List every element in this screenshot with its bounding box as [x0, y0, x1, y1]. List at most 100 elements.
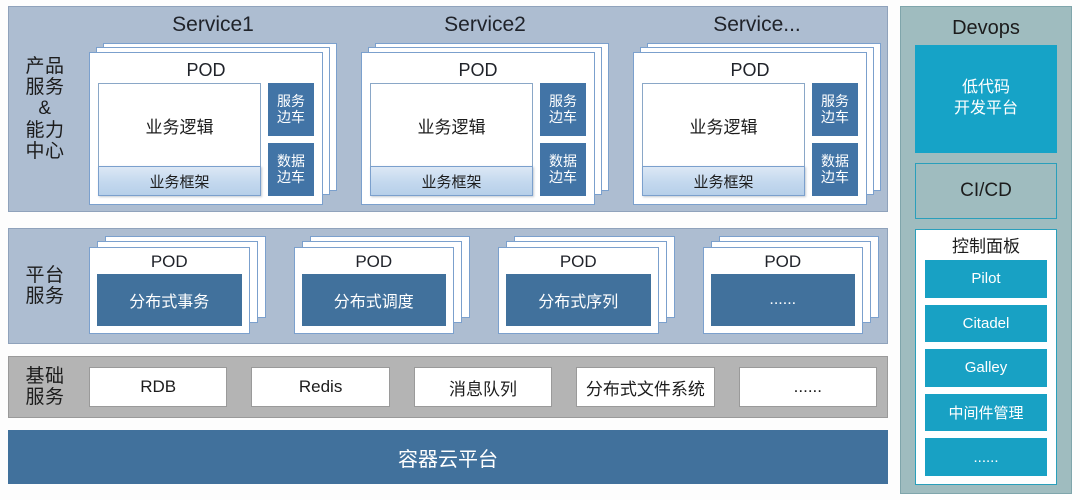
platform-pod-stack[interactable]: POD 分布式事务: [89, 236, 266, 334]
data-sidecar-box: 数据 边车: [268, 143, 314, 196]
lowcode-platform-box[interactable]: 低代码 开发平台: [915, 45, 1057, 153]
lowcode-line: 低代码: [961, 79, 1010, 97]
band-label-line: 服务: [25, 77, 65, 99]
service-title: Service...: [713, 13, 801, 36]
infrastructure-boxes: RDB Redis 消息队列 分布式文件系统 ......: [89, 367, 878, 407]
business-logic-box: 业务逻辑: [370, 83, 533, 166]
pod-title: POD: [186, 60, 226, 80]
sidecar-line: 数据: [549, 152, 577, 169]
sidecar-line: 边车: [821, 168, 849, 185]
pod-title: POD: [458, 60, 498, 80]
pod-card[interactable]: POD 业务逻辑 业务框架 服务 边车: [89, 52, 323, 205]
infrastructure-box[interactable]: 消息队列: [413, 367, 553, 407]
pod-title: POD: [730, 60, 770, 80]
band-product-services: 产品 服务 & 能力 中心 Service1 POD: [8, 6, 888, 212]
sidecar-line: 服务: [277, 92, 305, 109]
cicd-box[interactable]: CI/CD: [915, 163, 1057, 219]
sidecar-line: 服务: [549, 92, 577, 109]
pod-card[interactable]: POD 分布式事务: [89, 247, 250, 334]
band-label-platform-services: 平台 服务: [9, 229, 81, 343]
service-columns: Service1 POD 业务逻辑 业务框架: [89, 11, 881, 205]
pod-stack: POD 业务逻辑 业务框架 服务 边车: [361, 43, 609, 205]
pod-title: POD: [559, 252, 597, 271]
pod-card[interactable]: POD 分布式序列: [498, 247, 659, 334]
business-logic-box: 业务逻辑: [98, 83, 261, 166]
pod-title: POD: [150, 252, 188, 271]
band-platform-services: 平台 服务 POD 分布式事务 POD 分布式调: [8, 228, 888, 344]
sidecar-line: 边车: [549, 168, 577, 185]
business-column: 业务逻辑 业务框架: [370, 83, 533, 196]
band-label-line: 服务: [25, 387, 65, 408]
control-panel-item-citadel[interactable]: Citadel: [925, 304, 1047, 343]
band-label-line: 基础: [25, 365, 65, 387]
infrastructure-box[interactable]: Redis: [251, 367, 390, 407]
devops-panel: Devops 低代码 开发平台 CI/CD 控制面板 Pilot Citadel…: [900, 6, 1072, 494]
sidecar-line: 边车: [277, 168, 305, 185]
pod-card[interactable]: POD 业务逻辑 业务框架 服务 边车: [633, 52, 867, 205]
lowcode-line: 开发平台: [953, 100, 1018, 117]
platform-service-box: 分布式序列: [506, 274, 651, 326]
band-label-product-services: 产品 服务 & 能力 中心: [9, 7, 81, 211]
band-label-line: 产品: [25, 55, 65, 77]
sidecar-column: 服务 边车 数据 边车: [812, 83, 858, 196]
service-sidecar-box: 服务 边车: [268, 83, 314, 136]
data-sidecar-box: 数据 边车: [540, 143, 586, 196]
platform-pod-stack[interactable]: POD 分布式调度: [293, 236, 470, 334]
business-framework-box: 业务框架: [370, 166, 533, 196]
band-label-line: 服务: [25, 286, 65, 307]
control-panel-item-galley[interactable]: Galley: [925, 349, 1047, 387]
pod-body: 业务逻辑 业务框架 服务 边车 数据: [642, 83, 858, 196]
business-column: 业务逻辑 业务框架: [642, 83, 805, 196]
platform-pod-stack[interactable]: POD ......: [702, 236, 879, 334]
pod-card[interactable]: POD ......: [702, 247, 863, 334]
pod-stack: POD 业务逻辑 业务框架 服务 边车: [633, 43, 881, 205]
pod-card[interactable]: POD 分布式调度: [293, 247, 454, 334]
control-panel-title: 控制面板: [952, 237, 1020, 256]
business-framework-box: 业务框架: [642, 166, 805, 196]
pod-title: POD: [355, 252, 393, 271]
control-panel-box: 控制面板 Pilot Citadel Galley 中间件管理 ......: [915, 229, 1057, 485]
control-panel-items: Pilot Citadel Galley 中间件管理 ......: [925, 260, 1047, 476]
pod-body: 业务逻辑 业务框架 服务 边车 数据: [370, 83, 586, 196]
service-group[interactable]: Service1 POD 业务逻辑 业务框架: [89, 11, 337, 205]
service-group[interactable]: Service2 POD 业务逻辑 业务框架: [361, 11, 609, 205]
sidecar-column: 服务 边车 数据 边车: [540, 83, 586, 196]
business-logic-box: 业务逻辑: [642, 83, 805, 166]
band-infrastructure-services: 基础 服务 RDB Redis 消息队列 分布式文件系统 ......: [8, 356, 888, 418]
service-sidecar-box: 服务 边车: [540, 83, 586, 136]
platform-service-box: ......: [710, 274, 855, 326]
pod-body: 业务逻辑 业务框架 服务 边车 数据: [98, 83, 314, 196]
service-sidecar-box: 服务 边车: [812, 83, 858, 136]
band-label-line: &: [38, 98, 52, 120]
sidecar-line: 边车: [549, 108, 577, 125]
pod-title: POD: [764, 252, 802, 271]
platform-pod-stack[interactable]: POD 分布式序列: [498, 236, 675, 334]
infrastructure-box[interactable]: RDB: [89, 367, 228, 407]
container-cloud-platform-bar: 容器云平台: [8, 430, 888, 484]
sidecar-line: 边车: [821, 108, 849, 125]
platform-service-box: 分布式调度: [301, 274, 446, 326]
service-group[interactable]: Service... POD 业务逻辑 业务框架: [633, 11, 881, 205]
service-title: Service2: [444, 13, 526, 36]
infrastructure-box[interactable]: ......: [738, 367, 878, 407]
control-panel-item-middleware[interactable]: 中间件管理: [925, 393, 1047, 432]
platform-pod-columns: POD 分布式事务 POD 分布式调度 POD: [89, 236, 879, 334]
pod-card[interactable]: POD 业务逻辑 业务框架 服务 边车: [361, 52, 595, 205]
control-panel-item-pilot[interactable]: Pilot: [925, 260, 1047, 298]
sidecar-line: 数据: [821, 152, 849, 169]
platform-service-box: 分布式事务: [97, 274, 242, 326]
pod-stack: POD 业务逻辑 业务框架 服务 边车: [89, 43, 337, 205]
sidecar-line: 服务: [821, 92, 849, 109]
platform-stack: 产品 服务 & 能力 中心 Service1 POD: [8, 6, 888, 494]
infrastructure-box[interactable]: 分布式文件系统: [576, 367, 715, 407]
service-title: Service1: [172, 13, 254, 36]
band-label-infrastructure: 基础 服务: [9, 357, 81, 417]
business-framework-box: 业务框架: [98, 166, 261, 196]
band-label-line: 平台: [25, 264, 65, 286]
control-panel-item-more[interactable]: ......: [925, 438, 1047, 476]
business-column: 业务逻辑 业务框架: [98, 83, 261, 196]
sidecar-line: 边车: [277, 108, 305, 125]
devops-title: Devops: [952, 17, 1020, 39]
band-label-line: 中心: [25, 140, 65, 162]
